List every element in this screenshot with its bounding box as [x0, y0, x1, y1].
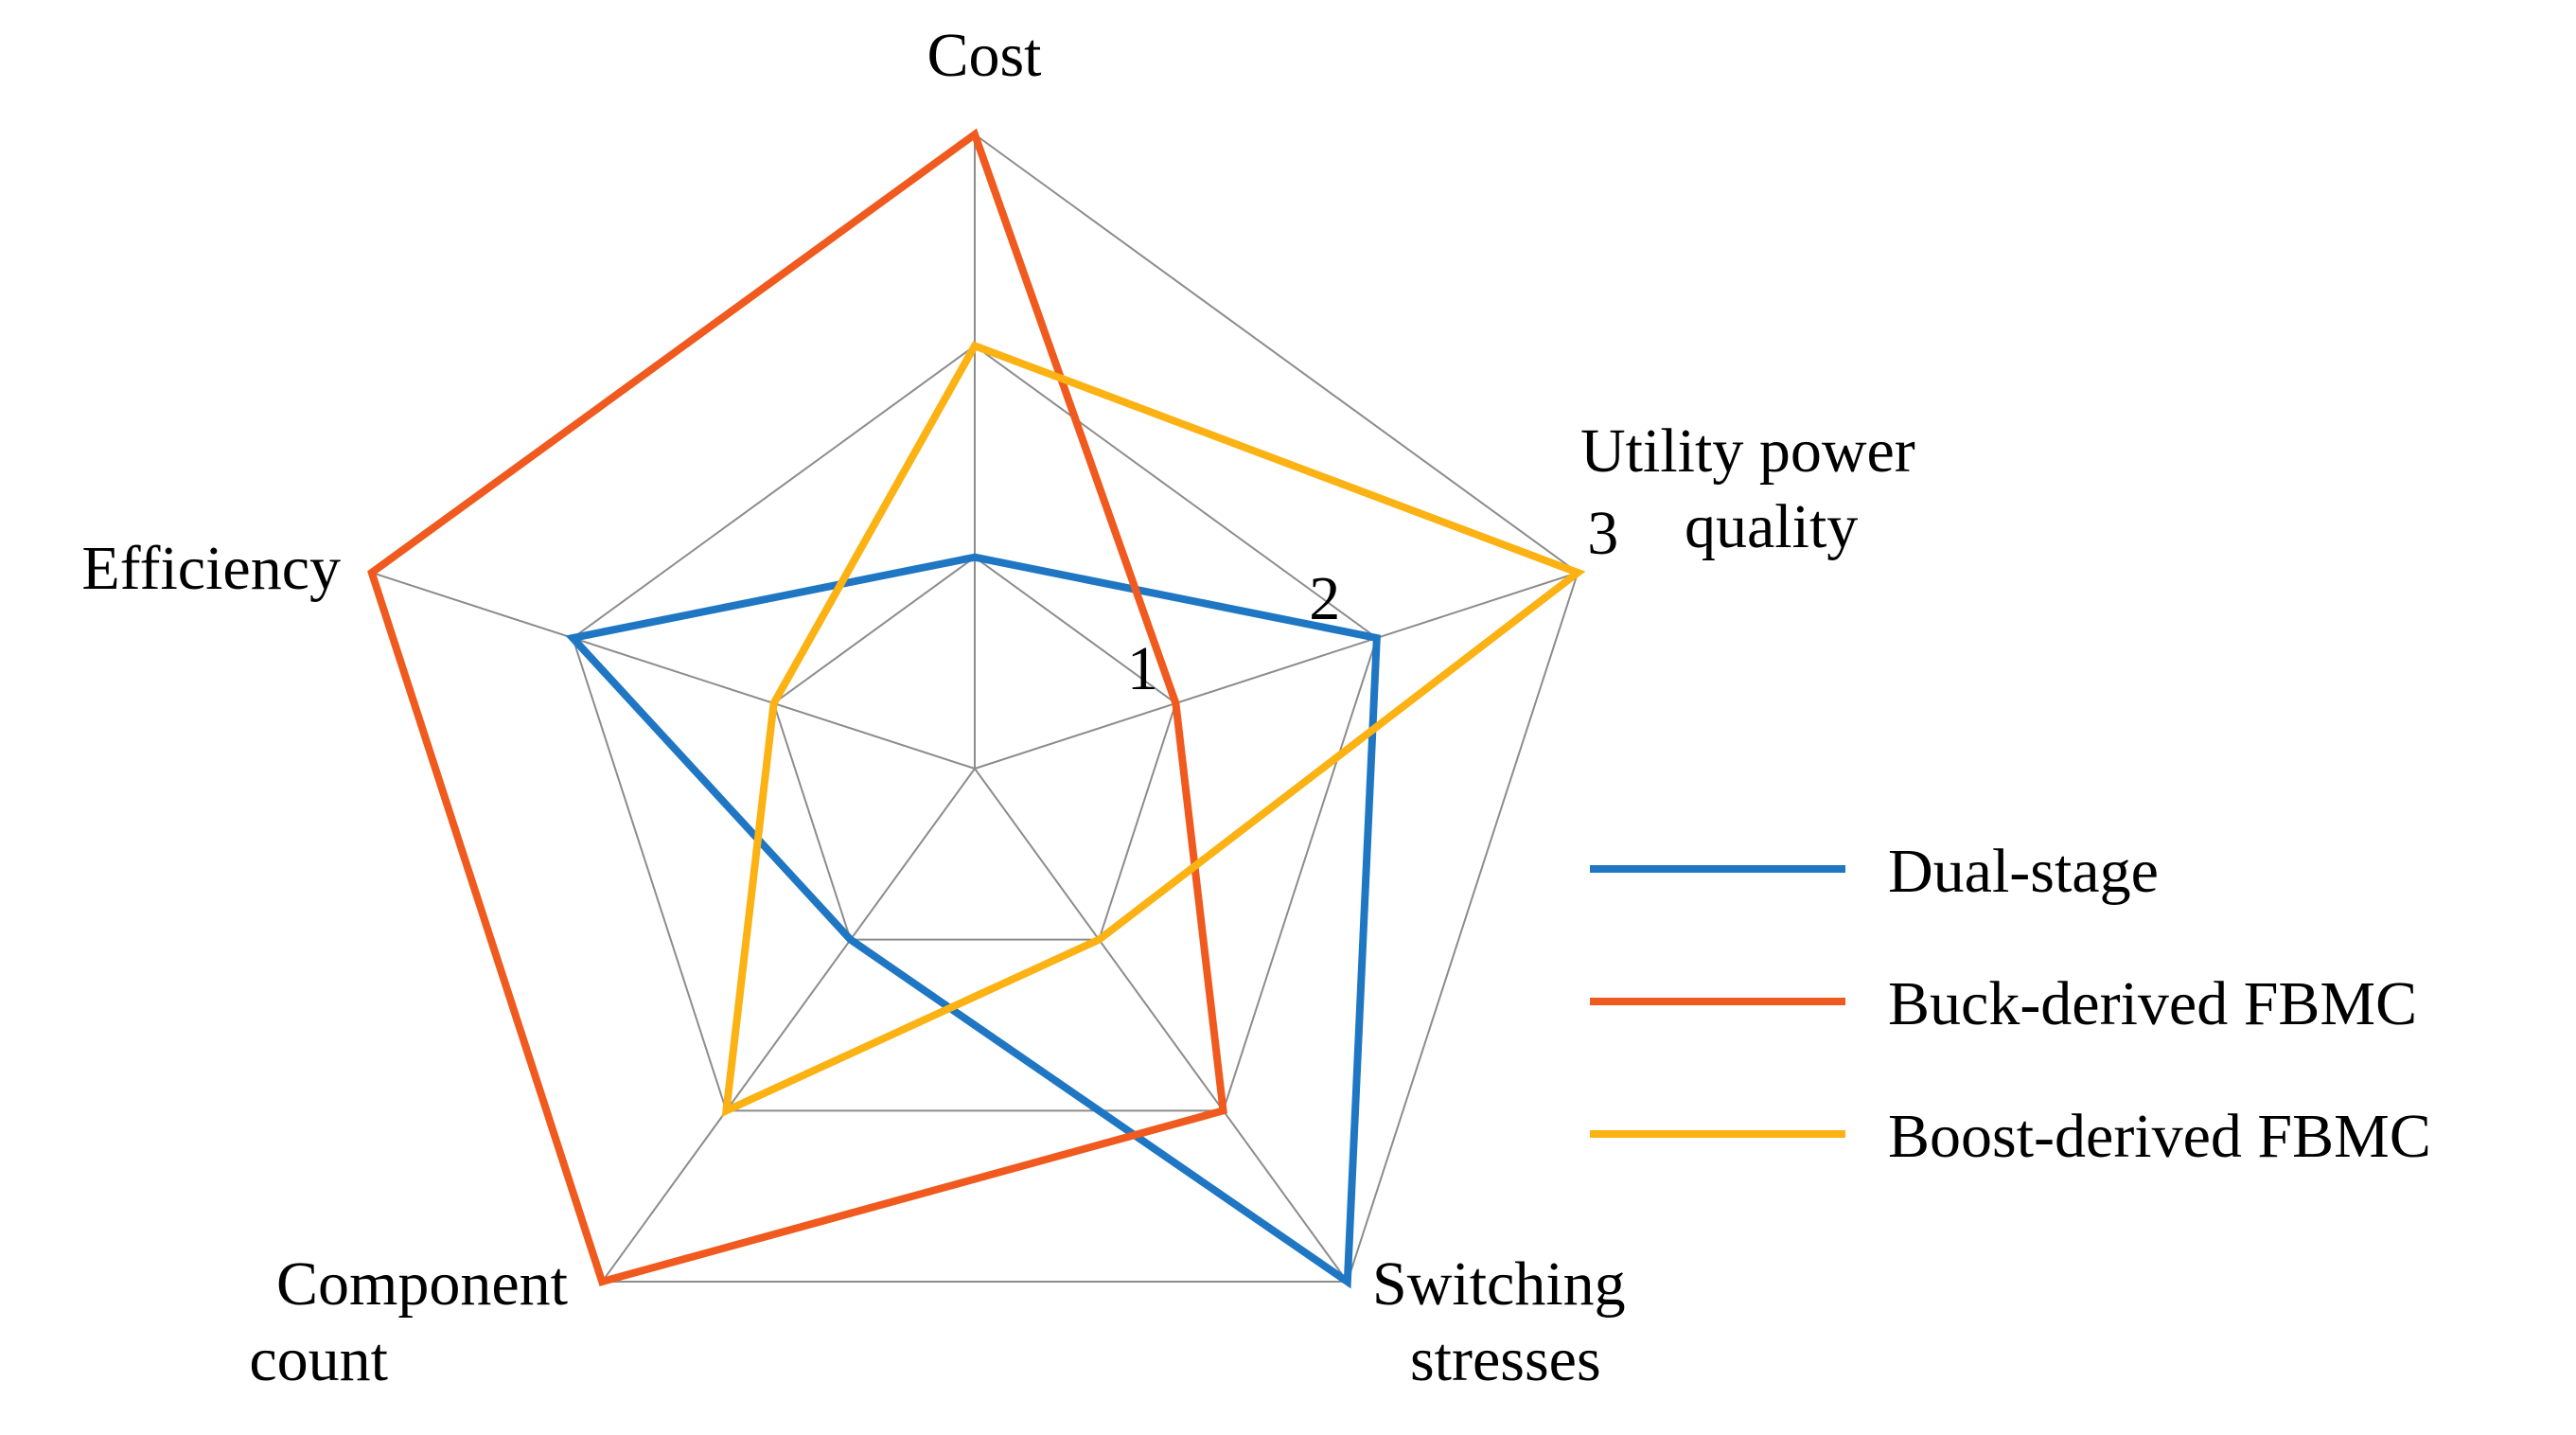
- axis-spoke-switching-stresses: [974, 768, 1349, 1283]
- axis-label-utility-power-quality-line-2: quality: [1685, 492, 1858, 561]
- grid-ring-1: [772, 556, 1177, 941]
- legend-label-buck-derived-fbmc: Buck-derived FBMC: [1888, 969, 2417, 1038]
- legend-label-dual-stage: Dual-stage: [1888, 837, 2159, 906]
- series-line-dual-stage: [565, 553, 1381, 1289]
- tick-label-1: 1: [1127, 634, 1158, 703]
- grid-layer: [370, 133, 1579, 1284]
- series-layer: [367, 128, 1586, 1289]
- axis-label-component-count-line-1: Component: [276, 1249, 568, 1319]
- axis-spoke-efficiency: [371, 572, 976, 770]
- tick-label-2: 2: [1309, 564, 1340, 633]
- series-line-boost-derived-fbmc: [721, 341, 1586, 1117]
- legend-item-dual-stage: Dual-stage: [1590, 837, 2159, 906]
- axis-label-utility-power-quality-line-1: Utility power: [1580, 416, 1915, 486]
- tick-label-3: 3: [1587, 499, 1618, 568]
- axis-label-switching-stresses-line-2: stresses: [1410, 1325, 1601, 1394]
- axis-label-component-count-line-2: count: [249, 1325, 388, 1394]
- grid-ring-2: [572, 345, 1378, 1112]
- legend-item-buck-derived-fbmc: Buck-derived FBMC: [1590, 969, 2417, 1038]
- axis-label-cost: Cost: [926, 21, 1041, 90]
- axis-label-efficiency: Efficiency: [81, 534, 341, 603]
- axis-spoke-utility-power-quality: [974, 572, 1579, 770]
- series-line-buck-derived-fbmc: [367, 128, 1227, 1286]
- axis-spoke-component-count: [601, 768, 976, 1283]
- axis-label-switching-stresses-line-1: Switching: [1372, 1249, 1626, 1319]
- legend-label-boost-derived-fbmc: Boost-derived FBMC: [1888, 1102, 2431, 1171]
- legend-item-boost-derived-fbmc: Boost-derived FBMC: [1590, 1102, 2431, 1171]
